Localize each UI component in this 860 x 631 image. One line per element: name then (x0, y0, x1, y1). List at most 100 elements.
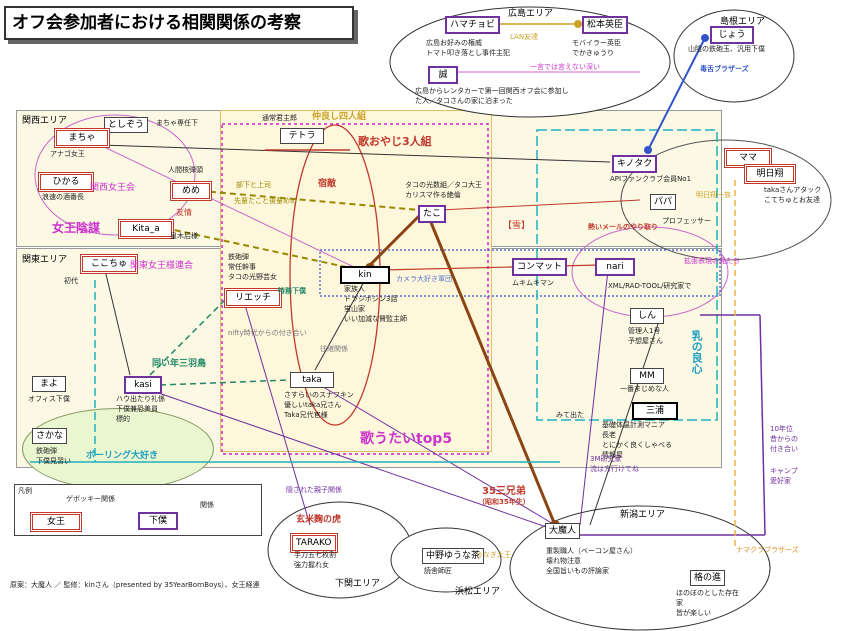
rieichi-desc-2: 常任幹事 (228, 263, 256, 271)
line-kasi-daimajin (149, 389, 556, 531)
papa-desc: プロフェッサー (662, 217, 711, 225)
line-tako-papa (439, 199, 641, 211)
node-shin: しん (630, 308, 664, 324)
node-macha: まちゃ (54, 128, 110, 148)
dot-kinotaku (644, 146, 652, 154)
macha-ellipse (34, 114, 196, 236)
niigata-label: 新潟エリア (620, 510, 666, 520)
node-matsumoto: 松本英臣 (582, 16, 629, 34)
sankyoudai-label: 35三兄弟 (482, 486, 526, 497)
node-mama: ママ (724, 148, 772, 168)
dot-jou (701, 34, 709, 42)
shimane-bros: 毒舌ブラザーズ (700, 65, 749, 73)
matsumoto-desc-2: でかきゅうり (572, 49, 614, 57)
node-konmatto: コンマット (512, 258, 568, 276)
oukei-label: 往継関係 (320, 345, 348, 353)
legend-relation: ゲボッキー関係 (66, 495, 115, 503)
line-meme-tako (189, 189, 421, 211)
node-makoto: 誠 (428, 66, 458, 84)
kin-desc-2: トラジボシン3話 (344, 295, 398, 303)
daimajin-desc-2: 壊れ物注意 (546, 557, 581, 565)
teal-dotted (536, 129, 718, 421)
camera-label: カメラ大好き軍団 (396, 275, 452, 283)
showa-label: （昭和35年生） (478, 498, 530, 506)
tomodachi-label: 友情 (176, 208, 192, 217)
kin-desc-3: 蛍山家 (344, 305, 365, 313)
tako-desc-2: カリスマ作る絶倫 (405, 191, 461, 199)
asuka-desc-1: takaさんアタック (764, 186, 822, 194)
namakura-label: ナマクラブラザーズ (736, 546, 799, 554)
sakana-desc-2: 下僕見習い (36, 457, 71, 465)
camp-1: キャンプ (770, 467, 798, 475)
daimajin-desc-1: 重製職人（ベーコン屋さん） (546, 547, 637, 555)
taka-desc-1: さすらいのスナフキン (284, 391, 354, 399)
shimoda-label: 下関エリア (335, 579, 381, 589)
bowling-label: ボーリング大好き (86, 451, 159, 461)
ryou-desc-3: 付き合い (770, 445, 798, 453)
taka-desc-2: 優しいtaka兄さん (284, 401, 342, 409)
shin-desc-1: 管理人1号 (628, 327, 661, 335)
nakanoura-desc: 読舎師匠 (424, 567, 452, 575)
node-tetora: テトラ (280, 128, 324, 144)
kansai-queen: 関西女王会 (90, 183, 136, 193)
line-miura-daimajin (759, 314, 766, 536)
camera-dotted (319, 249, 721, 297)
bowling-region (22, 408, 214, 490)
makoto-desc-2: た人／タコさんの家に泊まった (415, 97, 513, 105)
kokochu-sub: 初代 (64, 277, 78, 285)
node-daimajin: 大魔人 (545, 523, 581, 539)
node-mayo: まよ (32, 376, 66, 392)
line-kokochu-kasi (104, 269, 131, 376)
kaku-desc-2: 家 (676, 599, 683, 607)
miura-desc-3: とにかく良くしゃべる (602, 441, 672, 449)
miura-desc-1: 基礎体温計測マニア (602, 421, 665, 429)
kasi-desc-1: ハウ出たり礼係 (116, 395, 165, 403)
node-nari: nari (595, 258, 635, 276)
shin-desc-2: 予想屋さん (628, 337, 663, 345)
hiroshima-label: 広島エリア (508, 9, 554, 19)
makoto-deep: 一言では言えない深い (530, 63, 600, 71)
shitajo-label: 部下と上司 (236, 181, 271, 189)
node-kokochu: ここちゅ (80, 254, 138, 274)
utaoyaji-label: 歌おやじ3人組 (358, 135, 432, 148)
kin-desc-1: 家族人 (344, 285, 365, 293)
jou-desc: 山陰の鉄砲玉、汎用下僕 (688, 45, 765, 53)
lan-label: LAN友達 (510, 33, 539, 41)
node-kita-a: Kita_a (118, 219, 174, 239)
line-jou-kinotaku (647, 37, 706, 151)
kansai-label: 関西エリア (22, 116, 68, 126)
hamachobi-desc-1: 広島お好みの権威 (426, 39, 482, 47)
legend-title: 凡例 (18, 487, 32, 495)
legend-queen: 女王 (30, 512, 82, 532)
makoto-desc-1: 広島からレンタカーで第一回関西オフ会に参加し (415, 87, 569, 95)
kakure-label: 隠された親子関係 (286, 486, 342, 494)
macha-sub: まちゃ専任下 (156, 119, 198, 127)
queens-label: 女王陰謀 (52, 221, 101, 235)
node-nakanoura: 中野ゆうな茶 (422, 548, 485, 564)
mail-label: 熱いメールのやり取り (588, 223, 658, 231)
miura-desc-4: 情報屋 (602, 451, 623, 459)
node-tako: たこ (418, 205, 447, 223)
node-sakana: さかな (32, 428, 68, 444)
kin-desc-4: いい加減な賛監主師 (344, 315, 407, 323)
kasi-desc-2: 下僕兼恐美員 (116, 405, 158, 413)
legend-servant: 下僕 (138, 512, 178, 530)
nakayoshi-label: 仲良し四人組 (312, 112, 367, 122)
node-tarako: TARAKO (290, 533, 338, 553)
tarako-desc-1: 手刀五七枚割 (294, 551, 336, 559)
tokumu-label: 特務下僕 (278, 287, 306, 295)
node-meme: めめ (170, 181, 212, 201)
top5-label: 歌うたいtop5 (360, 431, 453, 447)
line-kasi-taka (159, 379, 291, 386)
node-papa: パパ (650, 194, 677, 210)
kasi-desc-3: 標的 (116, 415, 130, 423)
utaoyaji-dotted (221, 123, 489, 455)
node-kin: kin (340, 266, 390, 284)
shimane-label: 島根エリア (720, 17, 766, 27)
asuka-ichizoku: 明日翔一族 (696, 191, 731, 199)
rieichi-desc-1: 鉄砲弾 (228, 253, 249, 261)
mm-desc: 一番まじめな人 (620, 385, 669, 393)
mitearu-label: みて出た (556, 411, 584, 419)
